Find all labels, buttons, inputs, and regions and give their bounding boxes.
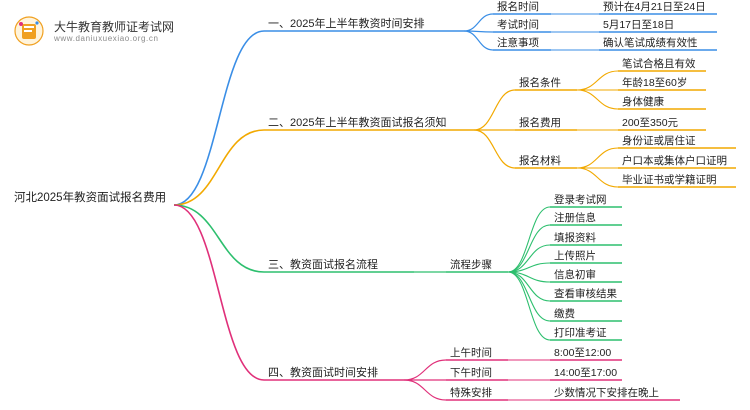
leaf-2-1-1-label: 笔试合格且有效 bbox=[622, 57, 696, 70]
sub-1-1-label: 报名时间 bbox=[497, 0, 539, 13]
sub-1-2-label: 考试时间 bbox=[497, 18, 539, 31]
leaf-2-1-3-label: 身体健康 bbox=[622, 95, 664, 108]
sub-4-2-label: 下午时间 bbox=[450, 366, 492, 379]
site-logo: 大牛教育教师证考试网 www.daniuxuexiao.org.cn bbox=[14, 14, 174, 50]
sub-1-3-label: 注意事项 bbox=[497, 36, 539, 49]
sub-3-1-label: 流程步骤 bbox=[450, 258, 492, 271]
logo-url: www.daniuxuexiao.org.cn bbox=[54, 34, 159, 43]
leaf-1-3-1-label: 确认笔试成绩有效性 bbox=[603, 36, 698, 49]
leaf-2-1-2-label: 年龄18至60岁 bbox=[622, 76, 687, 89]
link-branch-2-sub-3 bbox=[473, 129, 516, 169]
link-leaf-3-1-8 bbox=[507, 271, 551, 341]
link-root-branch-3 bbox=[173, 204, 265, 273]
link-branch-2-sub-1 bbox=[473, 89, 516, 131]
leaf-2-3-1-label: 身份证或居住证 bbox=[622, 134, 696, 147]
leaf-3-1-7-label: 缴费 bbox=[554, 307, 575, 320]
sub-2-1-label: 报名条件 bbox=[519, 76, 561, 89]
link-branch-4-sub-3 bbox=[403, 379, 447, 401]
link-leaf-2-1-1 bbox=[576, 70, 619, 91]
leaf-3-1-6-label: 查看审核结果 bbox=[554, 287, 617, 300]
branch-1-label: 一、2025年上半年教资时间安排 bbox=[268, 16, 424, 30]
book-logo-icon bbox=[14, 16, 44, 46]
link-leaf-3-1-7 bbox=[507, 271, 551, 322]
sub-2-3-label: 报名材料 bbox=[519, 154, 561, 167]
leaf-4-3-1-label: 少数情况下安排在晚上 bbox=[554, 386, 659, 399]
leaf-2-3-2-label: 户口本或集体户口证明 bbox=[622, 154, 727, 167]
link-root-branch-1 bbox=[173, 30, 265, 206]
leaf-4-2-1-label: 14:00至17:00 bbox=[554, 367, 617, 379]
root-node-label: 河北2025年教资面试报名费用 bbox=[14, 190, 166, 204]
link-leaf-3-1-1 bbox=[507, 206, 551, 273]
link-leaf-3-1-2 bbox=[507, 224, 551, 273]
branch-4-label: 四、教资面试时间安排 bbox=[268, 365, 378, 379]
leaf-3-1-3-label: 填报资料 bbox=[554, 231, 596, 244]
leaf-2-2-1-label: 200至350元 bbox=[622, 117, 679, 129]
leaf-3-1-8-label: 打印准考证 bbox=[554, 326, 607, 339]
link-branch-1-sub-1 bbox=[463, 13, 494, 32]
link-leaf-2-3-1 bbox=[576, 147, 619, 169]
link-leaf-2-3-3 bbox=[576, 167, 619, 188]
leaf-2-3-3-label: 毕业证书或学籍证明 bbox=[622, 173, 717, 186]
mindmap-nodes: 河北2025年教资面试报名费用 一、2025年上半年教资时间安排 报名时间 预计在4月… bbox=[14, 0, 727, 399]
leaf-4-1-1-label: 8:00至12:00 bbox=[554, 347, 611, 359]
link-root-branch-4 bbox=[173, 204, 265, 381]
link-root-branch-2 bbox=[173, 129, 265, 206]
branch-2-label: 二、2025年上半年教资面试报名须知 bbox=[268, 115, 446, 129]
leaf-1-1-1-label: 预计在4月21日至24日 bbox=[603, 0, 706, 13]
sub-4-1-label: 上午时间 bbox=[450, 346, 492, 359]
link-branch-4-sub-1 bbox=[403, 359, 447, 381]
link-leaf-2-1-3 bbox=[576, 89, 619, 110]
leaf-3-1-4-label: 上传照片 bbox=[554, 249, 596, 262]
leaf-3-1-1-label: 登录考试网 bbox=[554, 193, 607, 206]
link-branch-1-sub-3 bbox=[463, 30, 494, 51]
leaf-3-1-5-label: 信息初审 bbox=[554, 268, 596, 281]
logo-title: 大牛教育教师证考试网 bbox=[54, 20, 175, 34]
leaf-1-2-1-label: 5月17日至18日 bbox=[603, 19, 674, 31]
mindmap-links bbox=[173, 13, 736, 401]
leaf-3-1-2-label: 注册信息 bbox=[554, 211, 596, 224]
branch-3-label: 三、教资面试报名流程 bbox=[268, 257, 378, 271]
sub-2-2-label: 报名费用 bbox=[519, 116, 561, 129]
sub-4-3-label: 特殊安排 bbox=[450, 386, 492, 399]
